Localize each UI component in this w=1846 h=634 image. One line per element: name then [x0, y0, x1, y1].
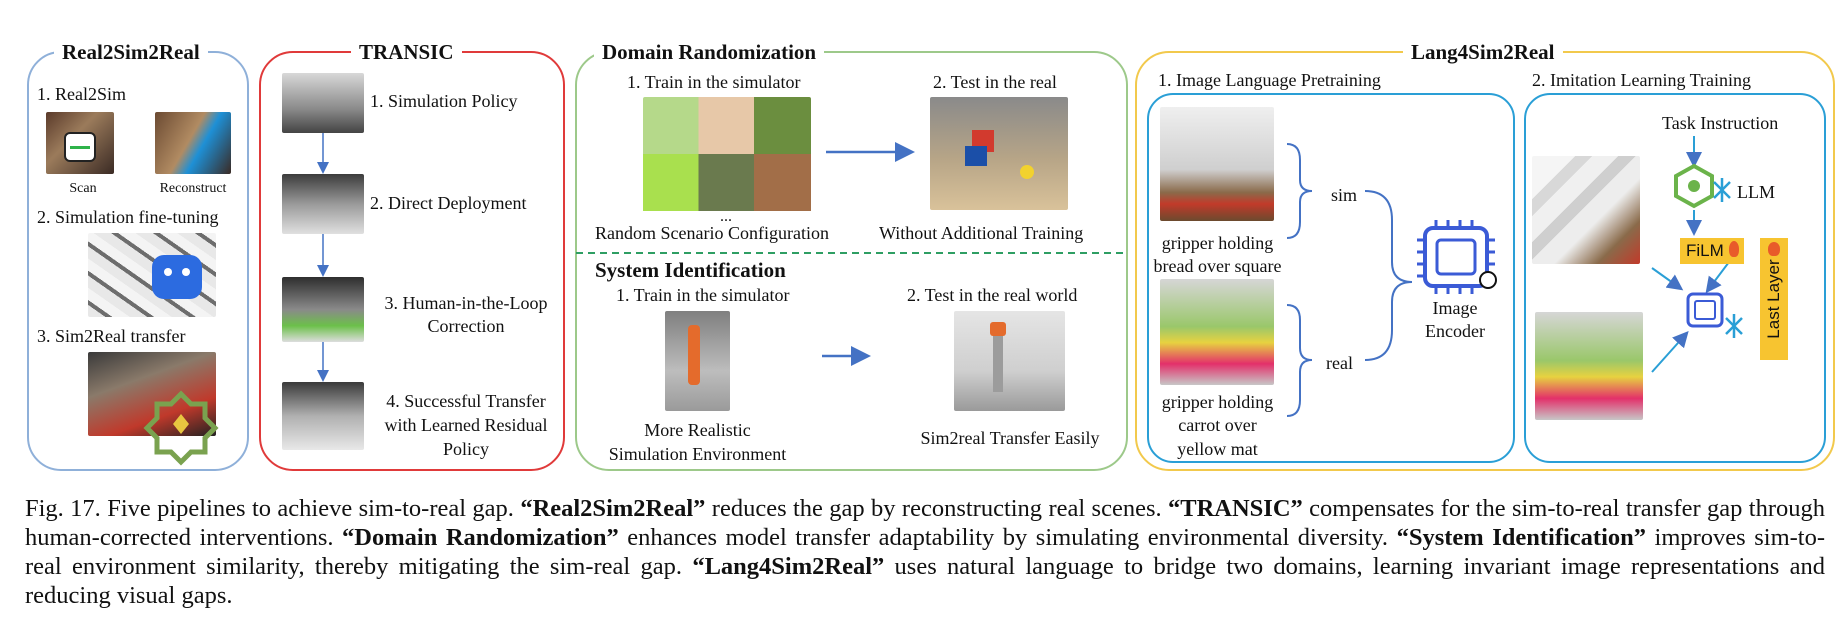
randomized-sim-grid-row2	[643, 154, 811, 211]
caption-seg2: compensates for the sim-to-real transfer…	[25, 495, 1825, 551]
transic-step3b: Correction	[427, 316, 505, 336]
transic-step1: 1. Simulation Policy	[370, 91, 518, 111]
transic-title: TRANSIC	[351, 40, 462, 65]
real2sim2real-title: Real2Sim2Real	[54, 40, 208, 65]
si-transfer-label: Sim2real Transfer Easily	[920, 428, 1100, 448]
transic-step4a: 4. Successful Transfer	[386, 391, 546, 411]
reconstruct-label: Reconstruct	[159, 181, 227, 196]
caption-term-real2sim2real: “Real2Sim2Real”	[520, 495, 706, 522]
task-instruction-label: Task Instruction	[1662, 113, 1779, 133]
real-label: real	[1326, 353, 1353, 373]
dr-test-label: 2. Test in the real	[933, 72, 1057, 92]
domain-randomization-title: Domain Randomization	[594, 40, 825, 65]
transic-step4b: with Learned Residual	[384, 415, 548, 435]
domain-randomization-panel	[575, 51, 1128, 471]
si-env-a: More Realistic	[644, 420, 751, 440]
real-gripper-photo	[1160, 279, 1274, 385]
real-world-arm-photo	[954, 311, 1065, 411]
pretraining-box	[1147, 93, 1515, 463]
transic-step4c: Policy	[442, 439, 489, 459]
flame-icon	[1768, 242, 1780, 256]
llm-label: LLM	[1737, 182, 1775, 202]
human-loop-photo	[282, 277, 364, 342]
successful-transfer-photo	[282, 382, 364, 450]
lang4sim2real-title: Lang4Sim2Real	[1403, 40, 1563, 65]
caption-term-transic: “TRANSIC”	[1167, 495, 1303, 522]
scan-label: Scan	[69, 181, 97, 196]
caption-prefix: Fig. 17. Five pipelines to achieve sim-t…	[25, 495, 521, 522]
block-blue	[965, 146, 987, 166]
real-caption-c: yellow mat	[1177, 439, 1258, 459]
caption-seg5: uses natural language to bridge two doma…	[25, 553, 1825, 609]
direct-deployment-photo	[282, 174, 364, 234]
robot-icon-eye	[164, 268, 172, 276]
reconstruct-photo	[155, 112, 231, 174]
transic-step2: 2. Direct Deployment	[370, 193, 527, 213]
sim2real-transfer-label: 3. Sim2Real transfer	[37, 326, 186, 346]
imitation-label: 2. Imitation Learning Training	[1532, 70, 1751, 90]
caption-seg1: reduces the gap by reconstructing real s…	[705, 495, 1168, 522]
last-layer-label: Last Layer	[1764, 259, 1783, 339]
image-encoder-label-b: Encoder	[1425, 321, 1485, 341]
sim-caption-a: gripper holding	[1161, 233, 1274, 253]
flame-icon	[1729, 241, 1739, 257]
caption-term-lang4sim2real: “Lang4Sim2Real”	[692, 553, 885, 580]
sim-label: sim	[1331, 185, 1358, 205]
sim-gripper-photo	[1160, 107, 1274, 221]
real-caption-b: carrot over	[1178, 415, 1257, 435]
real-arm-orange	[990, 322, 1006, 336]
without-training-label: Without Additional Training	[879, 223, 1084, 243]
real2sim-label: 1. Real2Sim	[37, 84, 126, 104]
scan-line	[70, 146, 90, 149]
caption-seg4: improves sim-to-real environment similar…	[25, 524, 1825, 580]
si-train-label: 1. Train in the simulator	[616, 285, 790, 305]
robot-icon	[152, 255, 202, 299]
sim-fine-tuning-label: 2. Simulation fine-tuning	[37, 207, 219, 227]
dr-ellipsis: ...	[720, 208, 732, 225]
simulation-policy-photo	[282, 73, 364, 133]
si-env-b: Simulation Environment	[608, 444, 787, 464]
pretrain-label: 1. Image Language Pretraining	[1158, 70, 1381, 90]
caption-term-system-identification: “System Identification”	[1396, 524, 1647, 551]
block-yellow	[1020, 165, 1034, 179]
sim-trajectory-stack	[1532, 156, 1640, 264]
real-blocks-photo	[930, 97, 1068, 210]
caption-seg3: enhances model transfer adaptability by …	[618, 524, 1397, 551]
image-encoder-label-a: Image	[1432, 298, 1478, 318]
figure-caption: Fig. 17. Five pipelines to achieve sim-t…	[25, 494, 1825, 610]
real-caption-a: gripper holding	[1161, 392, 1274, 412]
imitation-box	[1524, 93, 1826, 463]
caption-term-domain-randomization: “Domain Randomization”	[342, 524, 619, 551]
robot-icon-eye	[182, 268, 190, 276]
sim-robot-arm	[688, 325, 700, 385]
random-config-label: Random Scenario Configuration	[595, 223, 829, 243]
last-layer-block	[1760, 238, 1788, 360]
real-trajectory-stack	[1535, 312, 1643, 420]
sim-caption-b: bread over square	[1153, 256, 1282, 276]
film-label: FiLM	[1686, 241, 1724, 260]
system-identification-title: System Identification	[595, 258, 786, 282]
transic-step3a: 3. Human-in-the-Loop	[384, 293, 548, 313]
dr-train-label: 1. Train in the simulator	[627, 72, 801, 92]
si-test-label: 2. Test in the real world	[907, 285, 1078, 305]
real-arm-body	[993, 336, 1003, 392]
